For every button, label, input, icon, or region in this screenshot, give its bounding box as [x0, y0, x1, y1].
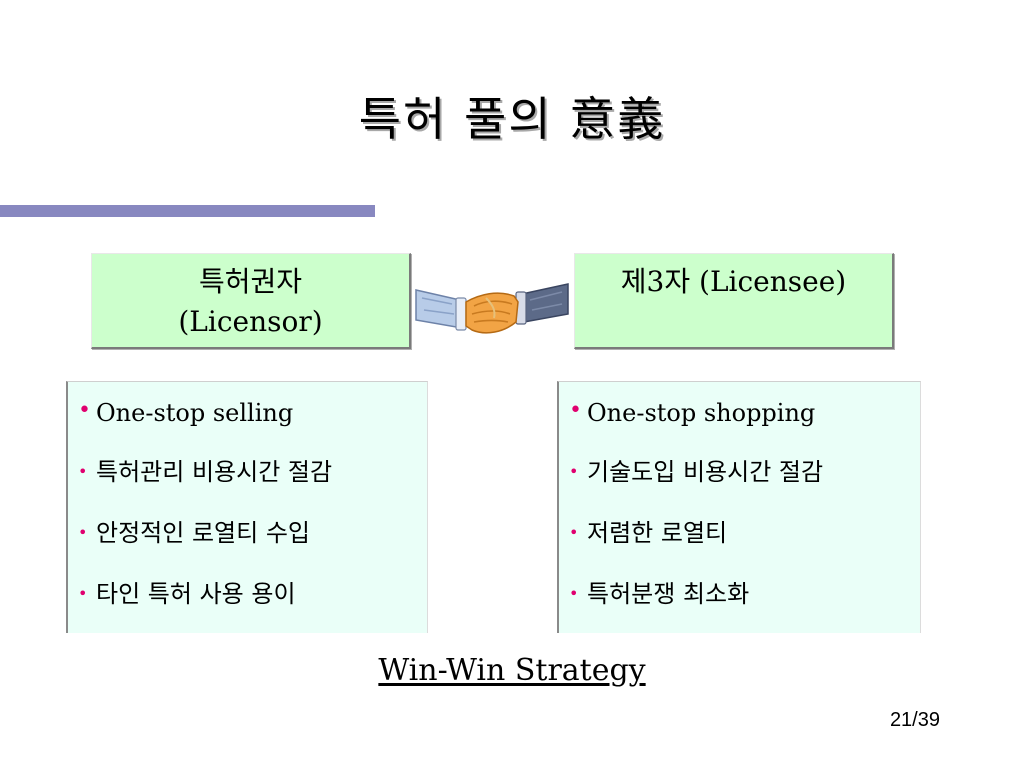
bullet-icon: • — [569, 462, 579, 481]
list-item: •One-stop shopping — [569, 396, 920, 427]
licensee-benefits-list: •One-stop shopping •기술도입 비용시간 절감 •저렴한 로열… — [569, 396, 920, 609]
benefit-text: One-stop shopping — [587, 399, 816, 427]
strategy-caption: Win-Win Strategy — [378, 653, 646, 688]
slide-title: 특허 풀의 意義 — [358, 92, 666, 146]
licensor-benefits-list: •One-stop selling •특허관리 비용시간 절감 •안정적인 로열… — [78, 396, 427, 609]
list-item: • 특허분쟁 최소화 — [569, 579, 920, 609]
bullet-icon: • — [569, 584, 579, 603]
page-number: 21/39 — [889, 709, 940, 731]
handshake-icon — [415, 283, 569, 334]
licensor-name-ko: 특허권자 — [198, 265, 303, 298]
licensor-benefits-box: •One-stop selling •특허관리 비용시간 절감 •안정적인 로열… — [66, 381, 428, 633]
list-item: • 저렴한 로열티 — [569, 518, 920, 548]
benefit-text: 특허분쟁 최소화 — [587, 580, 750, 608]
bullet-icon: • — [78, 584, 88, 603]
list-item: •One-stop selling — [78, 396, 427, 427]
licensee-benefits-box: •One-stop shopping •기술도입 비용시간 절감 •저렴한 로열… — [557, 381, 921, 633]
list-item: • 기술도입 비용시간 절감 — [569, 457, 920, 487]
bullet-icon: • — [78, 523, 88, 542]
benefit-text: 타인 특허 사용 용이 — [96, 580, 296, 608]
bullet-icon: • — [78, 398, 91, 423]
licensor-box: 특허권자 (Licensor) — [91, 253, 411, 349]
licensee-name: 제3자 (Licensee) — [620, 265, 847, 298]
bullet-icon: • — [569, 523, 579, 542]
bullet-icon: • — [569, 398, 582, 423]
benefit-text: 기술도입 비용시간 절감 — [587, 458, 824, 486]
list-item: • 타인 특허 사용 용이 — [78, 579, 427, 609]
list-item: • 안정적인 로열티 수입 — [78, 518, 427, 548]
licensee-box: 제3자 (Licensee) — [574, 253, 894, 349]
list-item: • 특허관리 비용시간 절감 — [78, 457, 427, 487]
bullet-icon: • — [78, 462, 88, 481]
benefit-text: One-stop selling — [96, 399, 294, 427]
title-rule — [0, 205, 375, 217]
licensor-name-en: (Licensor) — [178, 305, 323, 338]
benefit-text: 안정적인 로열티 수입 — [96, 519, 310, 547]
benefit-text: 저렴한 로열티 — [587, 519, 728, 547]
benefit-text: 특허관리 비용시간 절감 — [96, 458, 333, 486]
